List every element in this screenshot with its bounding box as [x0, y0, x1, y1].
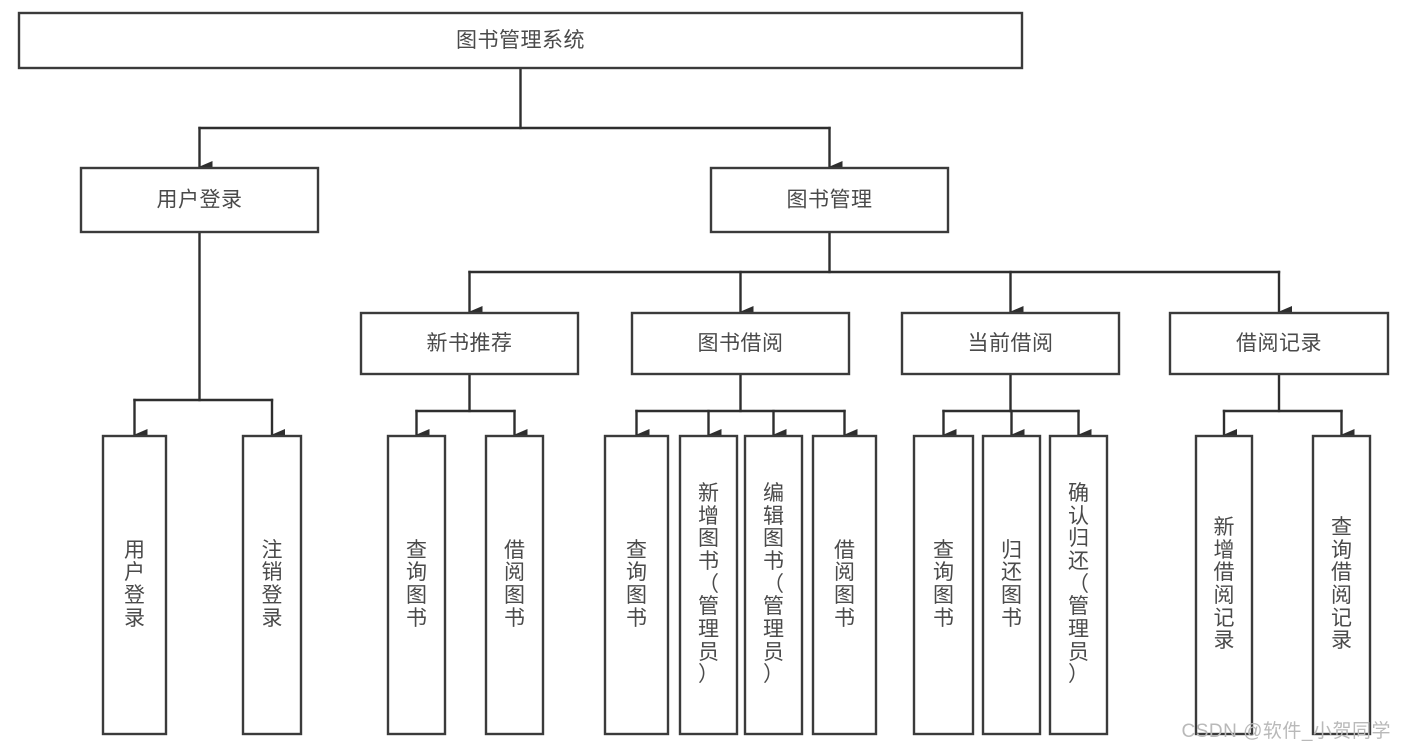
- node-box-layer: [17, 11, 1390, 736]
- node-label-new-book-recommend: 新书推荐: [427, 332, 513, 355]
- node-bb-edit-book[interactable]: [743, 434, 804, 736]
- node-nbr-query-book[interactable]: [386, 434, 447, 736]
- node-cb-return-book[interactable]: [981, 434, 1042, 736]
- node-book-management[interactable]: [709, 166, 950, 234]
- node-bb-query-book[interactable]: [603, 434, 670, 736]
- node-label-book-borrow: 图书借阅: [698, 332, 784, 355]
- node-borrow-record[interactable]: [1168, 311, 1390, 376]
- node-book-borrow[interactable]: [630, 311, 851, 376]
- node-label-borrow-record: 借阅记录: [1236, 332, 1322, 355]
- node-cb-query-book[interactable]: [912, 434, 975, 736]
- node-label-book-management: 图书管理: [787, 189, 873, 212]
- node-current-borrow[interactable]: [900, 311, 1121, 376]
- node-cb-confirm-return[interactable]: [1048, 434, 1109, 736]
- node-br-query-record[interactable]: [1311, 434, 1372, 736]
- node-label-user-login: 用户登录: [157, 189, 243, 212]
- node-bb-borrow-book[interactable]: [811, 434, 878, 736]
- node-br-add-record[interactable]: [1194, 434, 1254, 736]
- watermark: CSDN @软件_小贺同学: [1181, 721, 1391, 742]
- node-label-current-borrow: 当前借阅: [968, 332, 1054, 355]
- node-root[interactable]: [17, 11, 1024, 70]
- connector-layer: [133, 66, 1355, 441]
- node-user-login[interactable]: [79, 166, 320, 234]
- node-user-login-do[interactable]: [101, 434, 168, 736]
- node-new-book-recommend[interactable]: [359, 311, 580, 376]
- node-nbr-borrow-book[interactable]: [484, 434, 545, 736]
- node-label-root: 图书管理系统: [456, 29, 585, 52]
- node-user-logout[interactable]: [241, 434, 303, 736]
- node-bb-add-book[interactable]: [678, 434, 739, 736]
